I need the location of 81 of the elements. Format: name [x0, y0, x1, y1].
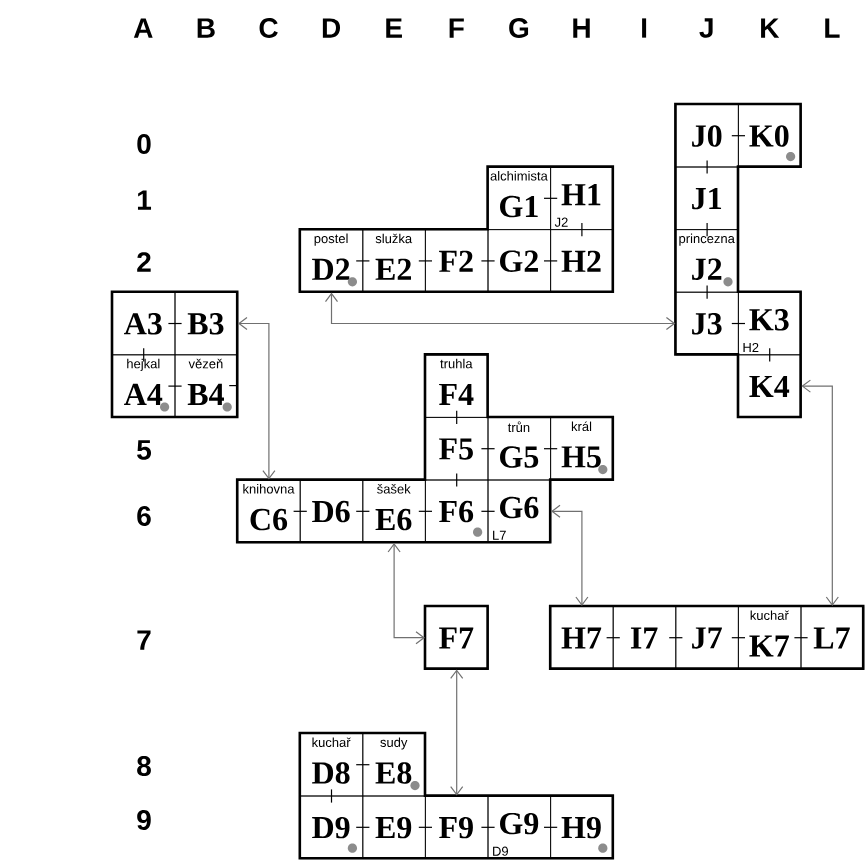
grid-label: L	[825, 18, 840, 38]
door-mark	[418, 826, 433, 828]
grid-label: 1	[137, 190, 151, 210]
grid-label: B	[197, 18, 215, 38]
room-cell: A3	[112, 291, 176, 356]
grid-label: 6	[137, 506, 151, 526]
room-cell: F5	[425, 417, 489, 481]
grid-label: 8	[137, 756, 151, 776]
arrow	[387, 543, 425, 645]
grid-label: C	[259, 18, 278, 38]
room-cell: D9	[299, 795, 364, 859]
door-mark	[731, 637, 746, 639]
door-mark	[418, 510, 433, 512]
grid-label: I	[642, 18, 647, 38]
grid-label: D	[322, 18, 341, 38]
door-mark	[456, 410, 458, 425]
grid-label: 0	[137, 134, 151, 154]
door-mark	[581, 222, 583, 237]
grid-label: G	[509, 18, 529, 38]
door-mark	[143, 347, 145, 362]
room-cell: I7	[612, 606, 677, 670]
grid-label: F	[449, 18, 464, 38]
door-mark	[480, 510, 496, 512]
door-mark	[418, 260, 433, 262]
room-cell: F6	[425, 479, 489, 543]
door-mark	[543, 260, 558, 262]
room-cell: H7	[550, 606, 614, 670]
door-mark	[731, 322, 746, 325]
room-cell: F9	[425, 795, 489, 859]
room-cell: K4	[738, 354, 802, 418]
door-mark	[731, 135, 746, 137]
arrow	[551, 504, 589, 606]
door-mark	[706, 159, 708, 175]
door-mark	[769, 347, 771, 362]
arrow	[450, 669, 464, 796]
door-mark	[543, 197, 558, 199]
arrow	[801, 379, 839, 606]
door-mark	[293, 510, 308, 512]
room-cell: D6	[299, 479, 364, 543]
grid-label: 5	[137, 440, 151, 460]
door-mark	[480, 260, 496, 262]
door-mark	[456, 472, 458, 488]
room-cell: J1	[675, 166, 739, 230]
room-cell: K0	[738, 104, 802, 168]
door-mark	[706, 222, 708, 237]
room-cell: J7	[675, 606, 739, 670]
grid-label: K	[761, 18, 780, 38]
room-cell: B3	[174, 291, 238, 356]
door-mark	[167, 385, 183, 387]
grid-label: 2	[137, 252, 151, 272]
grid-label: H	[573, 18, 590, 38]
room-cell: F2	[425, 229, 489, 293]
arrow	[238, 316, 276, 480]
grid-label: J	[699, 18, 713, 38]
door-mark	[606, 637, 621, 639]
grid-label: E	[386, 18, 402, 38]
door-mark	[668, 637, 683, 639]
room-cell: H2	[550, 229, 614, 293]
door-mark	[330, 788, 333, 804]
room-cell: E9	[362, 795, 426, 859]
room-cell: L7	[800, 606, 864, 670]
room-cell: J3	[675, 291, 739, 356]
door-mark	[706, 285, 708, 300]
door-mark	[543, 448, 558, 450]
door-mark	[480, 448, 496, 450]
room-cell: G2	[487, 229, 551, 293]
door-mark	[355, 764, 370, 766]
grid-label: 7	[137, 630, 151, 650]
room-cell: H9	[550, 795, 614, 859]
grid-label: A	[133, 18, 153, 38]
door-mark	[355, 826, 370, 828]
door-mark	[355, 510, 370, 512]
door-mark	[543, 826, 558, 828]
door-mark	[355, 260, 370, 262]
door-mark	[167, 322, 183, 325]
door-mark	[480, 826, 496, 828]
arrow	[324, 292, 676, 331]
door-mark	[793, 637, 809, 639]
grid-label: 9	[137, 810, 151, 830]
room-cell: F7	[425, 606, 489, 670]
room-cell: J0	[675, 104, 739, 168]
